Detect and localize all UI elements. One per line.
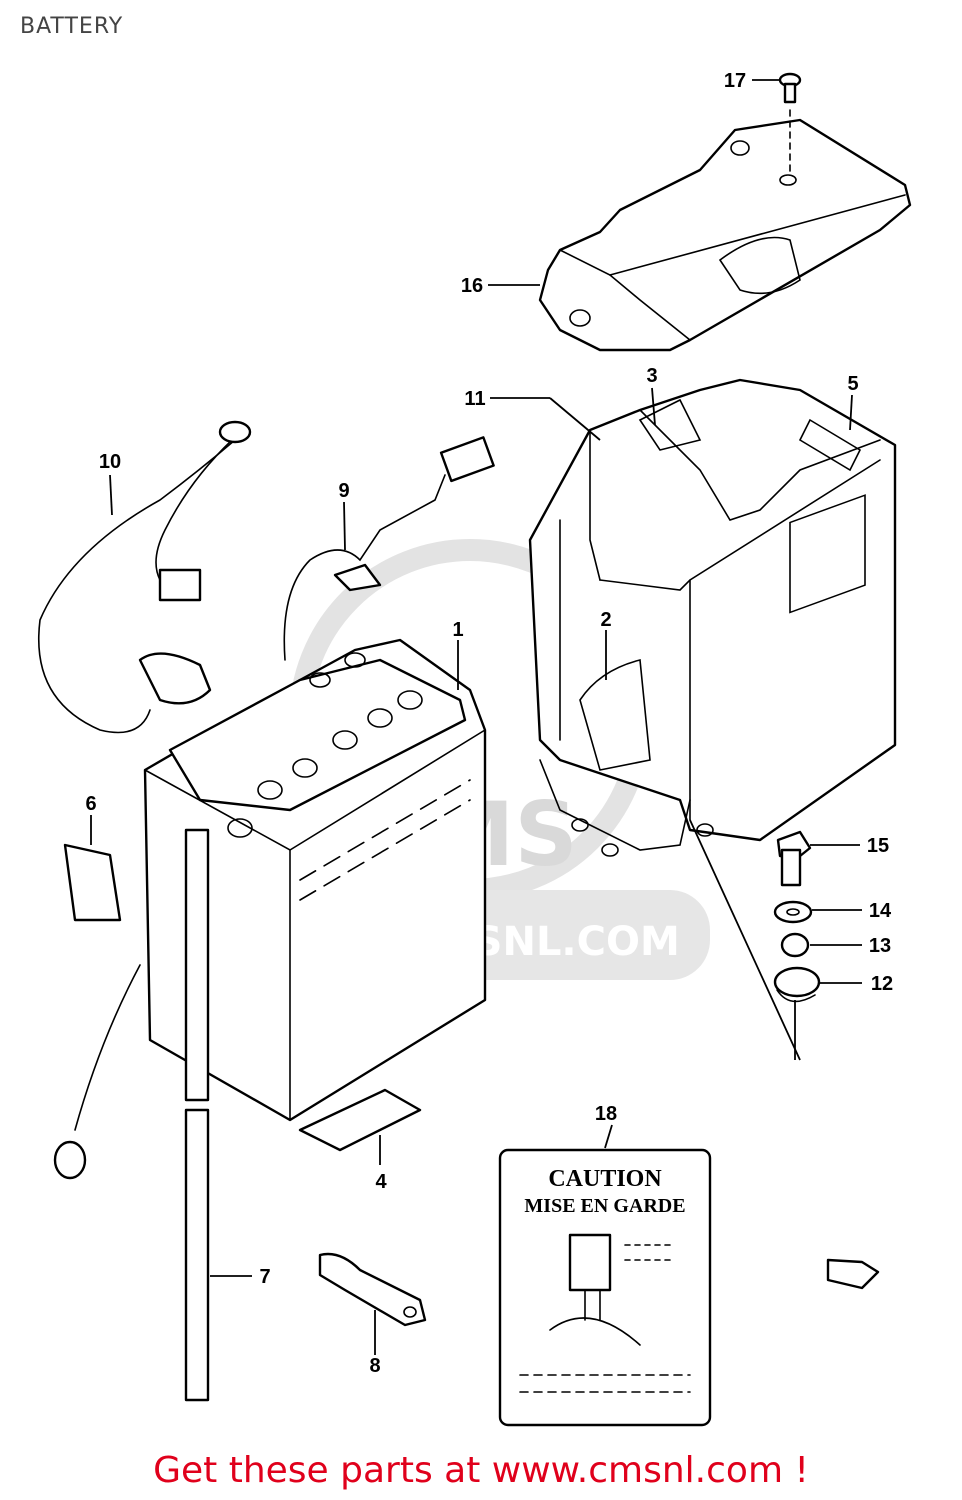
callout-16: 16 — [461, 275, 483, 297]
callout-1: 1 — [452, 619, 463, 641]
battery-part-1 — [143, 638, 487, 1122]
cable-part-9 — [283, 436, 495, 661]
cable-part-10 — [38, 420, 252, 734]
caution-label-line2: MISE EN GARDE — [524, 1195, 685, 1217]
callout-15: 15 — [867, 835, 889, 857]
caution-label-line1: CAUTION — [548, 1166, 662, 1192]
callout-6: 6 — [85, 793, 96, 815]
callout-14: 14 — [869, 900, 892, 922]
callout-12: 12 — [871, 973, 893, 995]
holder-part-8 — [318, 1252, 427, 1327]
callout-9: 9 — [338, 480, 349, 502]
callout-4: 4 — [375, 1171, 387, 1193]
front-arrow-icon — [826, 1258, 880, 1290]
callout-labels: 17 16 11 3 5 10 9 1 2 6 15 14 13 12 18 4… — [85, 70, 893, 1377]
battery-cover-part-16 — [538, 118, 912, 352]
pad-part-4 — [298, 1088, 422, 1152]
breather-tube-part-7 — [184, 828, 210, 1402]
callout-7: 7 — [259, 1266, 270, 1288]
caution-label-part-18: CAUTION MISE EN GARDE — [498, 1148, 712, 1427]
footer-link-text[interactable]: Get these parts at www.cmsnl.com ! — [153, 1450, 809, 1491]
leader-lines — [90, 79, 862, 1355]
callout-18: 18 — [595, 1103, 617, 1125]
callout-13: 13 — [869, 935, 891, 957]
ground-wire — [53, 964, 141, 1180]
pad-part-6 — [63, 843, 122, 922]
callout-3: 3 — [646, 365, 657, 387]
callout-10: 10 — [99, 451, 121, 473]
page-title: BATTERY — [20, 14, 124, 39]
hardware-parts-12-15 — [689, 819, 821, 1061]
callout-5: 5 — [847, 373, 858, 395]
callout-8: 8 — [369, 1355, 380, 1377]
callout-2: 2 — [600, 609, 611, 631]
callout-11: 11 — [464, 388, 485, 410]
callout-17: 17 — [724, 70, 746, 92]
battery-case-part-11 — [528, 378, 897, 857]
